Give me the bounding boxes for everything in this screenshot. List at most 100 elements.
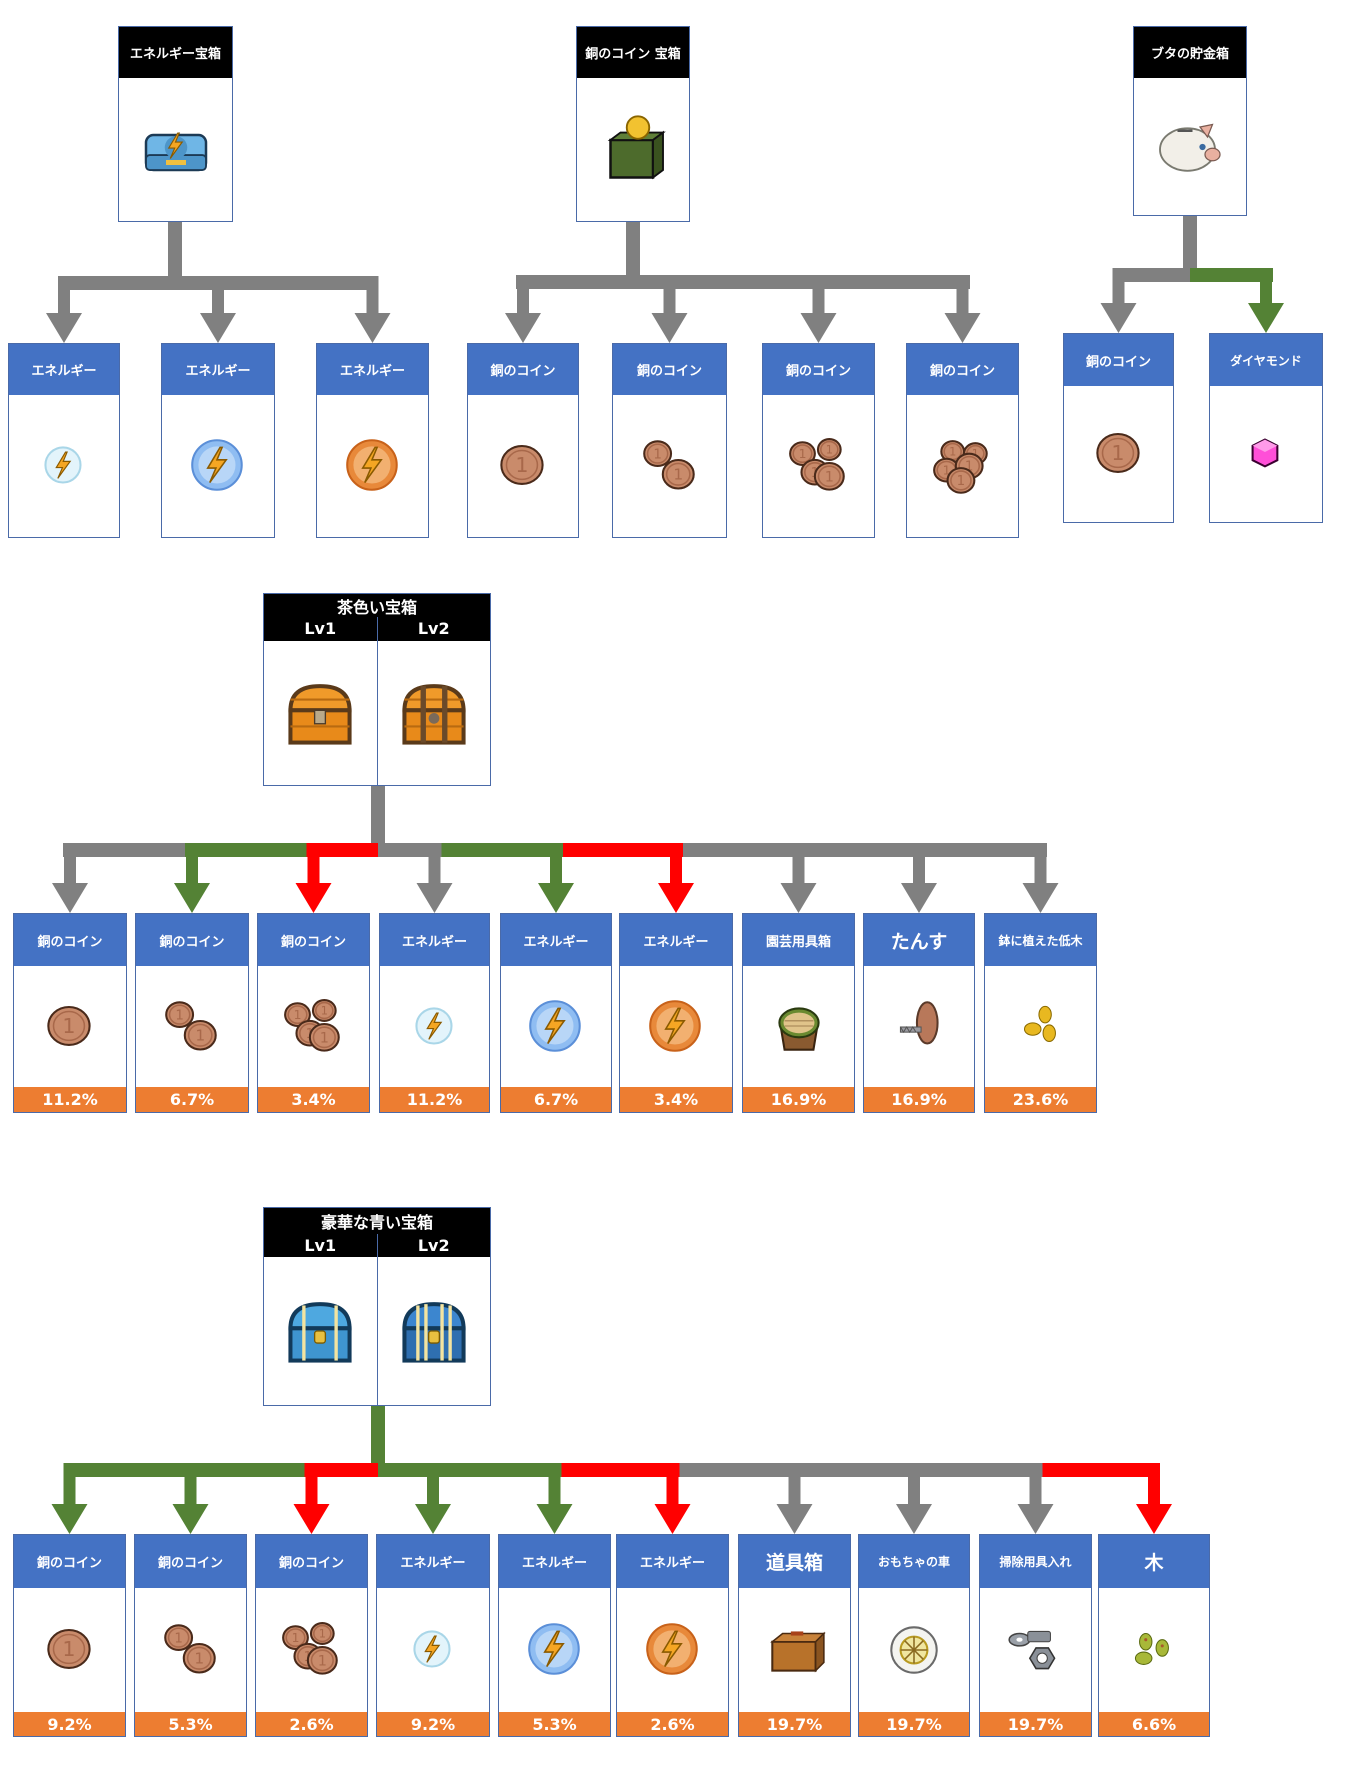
svg-text:1: 1 xyxy=(293,1007,301,1021)
item-card[interactable]: エネルギー xyxy=(161,343,275,538)
chest-card-energy-chest: エネルギー宝箱 xyxy=(118,26,233,222)
nuts-bolts-icon xyxy=(980,1588,1091,1712)
arrow-gray xyxy=(505,275,541,343)
svg-text:1: 1 xyxy=(319,1030,328,1046)
connector-bar-segment xyxy=(926,843,1047,857)
connector-bar-segment xyxy=(1113,268,1190,282)
svg-text:1: 1 xyxy=(174,1631,183,1646)
coin-box-icon xyxy=(577,78,689,221)
drop-rate: 6.7% xyxy=(501,1087,611,1112)
arrow-green xyxy=(415,1463,451,1534)
svg-text:1: 1 xyxy=(318,1626,325,1640)
arrow-gray xyxy=(901,843,937,913)
brown-chest-lv2-icon xyxy=(378,641,491,785)
arrow-gray xyxy=(52,843,88,913)
arrow-gray xyxy=(200,276,236,343)
item-card[interactable]: 銅のコイン11112.6% xyxy=(255,1534,368,1737)
drop-rate: 19.7% xyxy=(739,1712,850,1736)
connector-trunk xyxy=(371,1406,385,1477)
level-label: Lv2 xyxy=(417,619,450,638)
drop-rate: 9.2% xyxy=(14,1712,125,1736)
connector-bar-segment xyxy=(801,1463,921,1477)
arrow-green xyxy=(538,843,574,913)
level-images xyxy=(264,1257,490,1405)
brown-chest-lv1-icon xyxy=(264,641,378,785)
drop-rate: 2.6% xyxy=(617,1712,728,1736)
connector-bar-segment xyxy=(563,843,683,857)
item-card[interactable]: エネルギー xyxy=(8,343,120,538)
item-card[interactable]: 銅のコイン11113.4% xyxy=(257,913,370,1113)
connector-trunk xyxy=(168,222,182,290)
item-card[interactable]: ダイヤモンド xyxy=(1209,333,1323,523)
item-label: エネルギー xyxy=(377,1535,489,1588)
connector-trunk xyxy=(1183,216,1197,282)
connector-bar-segment xyxy=(1042,1463,1159,1477)
energy-orb-medium-icon xyxy=(499,1588,610,1712)
arrow-red xyxy=(654,1463,691,1534)
svg-text:1: 1 xyxy=(673,466,683,484)
item-label: 銅のコイン xyxy=(256,1535,367,1588)
item-label: 銅のコイン xyxy=(907,344,1018,395)
connector-bar-segment xyxy=(805,843,926,857)
item-label: ダイヤモンド xyxy=(1210,334,1322,386)
energy-orb-small-icon xyxy=(9,395,119,537)
svg-text:1: 1 xyxy=(317,1653,326,1669)
drop-rate: 19.7% xyxy=(859,1712,969,1736)
piggy-bank-icon xyxy=(1134,78,1246,215)
item-label: 銅のコイン xyxy=(135,1535,246,1588)
chest-title: 豪華な青い宝箱 xyxy=(264,1208,490,1234)
arrow-gray xyxy=(896,1463,932,1534)
connector-bar-segment xyxy=(175,276,225,290)
connector-bar-segment xyxy=(378,1463,440,1477)
drop-rate: 3.4% xyxy=(620,1087,732,1112)
chest-card-copper-coin-chest: 銅のコイン 宝箱 xyxy=(576,26,690,222)
svg-text:1: 1 xyxy=(653,447,662,462)
connector-bar-segment xyxy=(516,275,633,289)
item-card[interactable]: エネルギー xyxy=(316,343,429,538)
item-card[interactable]: 鉢に植えた低木 23.6% xyxy=(984,913,1097,1113)
tree-seeds-icon xyxy=(1099,1588,1209,1712)
arrow-gray xyxy=(780,843,817,913)
energy-chest-icon xyxy=(119,78,232,221)
arrow-red xyxy=(658,843,694,913)
item-label: エネルギー xyxy=(317,344,428,395)
item-label: 銅のコイン xyxy=(14,1535,125,1588)
item-label: 鉢に植えた低木 xyxy=(985,914,1096,966)
arrow-red xyxy=(1136,1463,1172,1534)
drop-rate: 23.6% xyxy=(985,1087,1096,1112)
connector-bar-segment xyxy=(183,1463,305,1477)
item-label: 銅のコイン xyxy=(763,344,874,395)
svg-text:1: 1 xyxy=(175,1008,184,1023)
arrow-green xyxy=(51,1463,88,1534)
diamond-icon xyxy=(1210,386,1322,522)
drop-rate: 16.9% xyxy=(743,1087,854,1112)
arrow-gray xyxy=(354,276,391,343)
level-label: Lv1 xyxy=(264,617,378,641)
blue-chest-lv1-icon xyxy=(264,1257,378,1405)
